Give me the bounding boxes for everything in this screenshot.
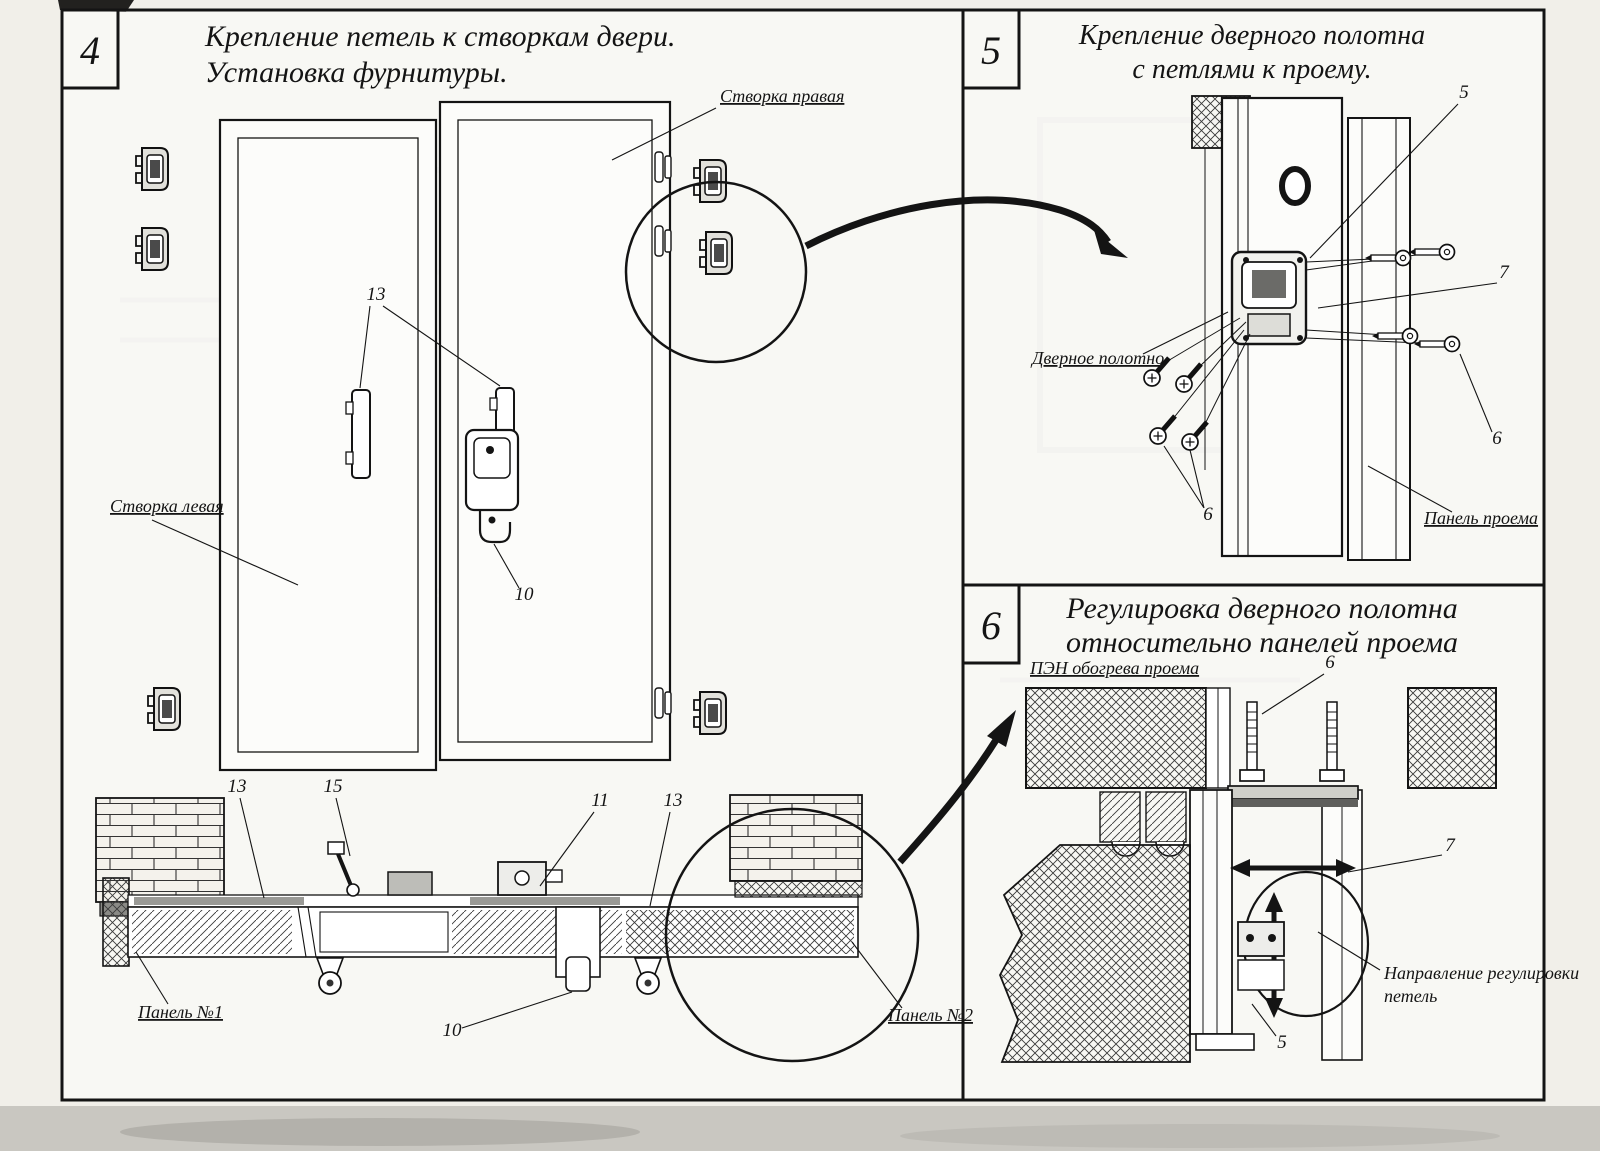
section-4-number: 4 — [80, 28, 100, 73]
label-panel-2: Панель №2 — [887, 1005, 973, 1025]
section-6-number: 6 — [981, 603, 1001, 648]
leader-10-bottom — [461, 991, 573, 1029]
callout-6: 6 — [1325, 652, 1335, 673]
door-leaf-left — [218, 118, 438, 772]
gasket-right — [734, 880, 863, 898]
arrow-to-section-6 — [897, 710, 1016, 865]
label-direction-line1: Направление регулировки — [1383, 963, 1579, 983]
drive-block — [387, 871, 433, 896]
insulation-c — [626, 910, 854, 954]
callout-10-top: 10 — [515, 584, 535, 605]
leader-15 — [335, 797, 351, 857]
leader-13-top — [359, 305, 501, 389]
callout-11: 11 — [591, 790, 609, 811]
arrow-to-section-5 — [804, 196, 1128, 258]
top-panel-right — [1407, 687, 1497, 789]
callout-13-left: 13 — [228, 776, 247, 797]
leader-7-s6 — [1347, 854, 1443, 873]
mounted-hinge — [1230, 250, 1308, 346]
hinge-marks-right-leaf — [654, 151, 672, 719]
lever-item-15 — [327, 841, 360, 897]
hinge-bracket-detail — [1237, 921, 1285, 991]
latch-handle — [464, 428, 520, 544]
leader-13-right — [649, 811, 671, 907]
callout-6-right: 6 — [1492, 428, 1502, 449]
scan-shadow-bottom — [0, 1106, 1600, 1151]
section-4: 4 Крепление петель к створкам двери. Уст… — [60, 8, 1128, 1063]
section-5-number: 5 — [981, 28, 1001, 73]
leader-5 — [1309, 103, 1459, 259]
leader-leaf-left — [151, 519, 299, 586]
callout-5-s6: 5 — [1277, 1032, 1287, 1053]
callout-15: 15 — [324, 776, 343, 797]
core-frame — [319, 911, 449, 953]
heater-strip-a — [134, 897, 304, 905]
leader-panel-2 — [851, 941, 903, 1009]
leader-leaf-right — [611, 107, 717, 161]
callout-circle-hinges — [624, 180, 808, 364]
mounting-plate — [1227, 785, 1359, 800]
label-leaf-left: Створка левая — [110, 496, 224, 516]
end-panel-left — [102, 877, 130, 967]
section-6-title-line1: Регулировка дверного полотна — [1065, 592, 1458, 625]
label-direction-line2: петель — [1384, 986, 1437, 1006]
callout-5: 5 — [1459, 82, 1469, 103]
section-5-title-line1: Крепление дверного полотна — [1078, 20, 1425, 51]
callout-13-top: 13 — [367, 284, 386, 305]
label-leaf-right: Створка правая — [720, 86, 844, 106]
section-6-number-box — [961, 583, 1021, 665]
caster-wheel — [316, 957, 344, 995]
label-panel-1: Панель №1 — [137, 1002, 223, 1022]
caster-wheel — [634, 957, 662, 995]
leader-6-right — [1459, 353, 1493, 433]
callout-7-s6: 7 — [1445, 835, 1456, 856]
break-joint-a — [297, 906, 317, 958]
handle-hole — [1279, 166, 1311, 206]
leader-door-leaf — [1142, 311, 1229, 355]
leader-6 — [1261, 673, 1325, 715]
callout-6-left: 6 — [1203, 504, 1213, 525]
leader-6-left — [1163, 445, 1205, 509]
door-edge-vertical — [1189, 789, 1255, 1051]
leader-opening-panel — [1367, 465, 1453, 513]
leader-5-s6 — [1251, 1003, 1277, 1037]
leader-13-left — [239, 797, 265, 899]
section-5-number-box — [961, 8, 1021, 90]
leader-panel-1 — [135, 951, 169, 1005]
latch-keeper-bottom — [555, 906, 601, 992]
label-opening-panel: Панель проема — [1423, 508, 1538, 528]
leader-7 — [1317, 282, 1498, 309]
section-4-title-line1: Крепление петель к створкам двери. — [204, 20, 676, 53]
mounting-plate-shadow — [1228, 799, 1358, 807]
leader-10-top — [493, 543, 520, 589]
label-door-leaf: Дверное полотно — [1030, 348, 1164, 368]
horizontal-adjust-arrow — [1230, 859, 1356, 877]
section-4-title-line2: Установка фурнитуры. — [205, 56, 508, 89]
section-4-number-box — [60, 8, 120, 90]
label-pen-heater: ПЭН обогрева проема — [1029, 658, 1199, 678]
leader-direction — [1317, 931, 1381, 971]
section-6: 6 Регулировка дверного полотна относител… — [961, 583, 1579, 1063]
cross-section: 13 15 11 13 10 Панель №1 Панель №2 — [95, 710, 1016, 1063]
top-panel-left — [1025, 687, 1207, 789]
section-5-title-line2: с петлями к проему. — [1132, 54, 1371, 85]
callout-circle-section — [664, 807, 920, 1063]
leader-11 — [539, 811, 595, 887]
insulation-a — [132, 910, 292, 954]
heater-strip-b — [470, 897, 620, 905]
section-5: 5 Крепление дверного полотна с петлями к… — [961, 8, 1538, 561]
hinge-plate-left — [345, 389, 371, 479]
section-6-title-line2: относительно панелей проема — [1066, 626, 1458, 659]
callout-10-bottom: 10 — [443, 1020, 463, 1041]
opening-panel-cut — [999, 844, 1191, 1063]
callout-7: 7 — [1499, 262, 1510, 283]
callout-13-right: 13 — [664, 790, 683, 811]
